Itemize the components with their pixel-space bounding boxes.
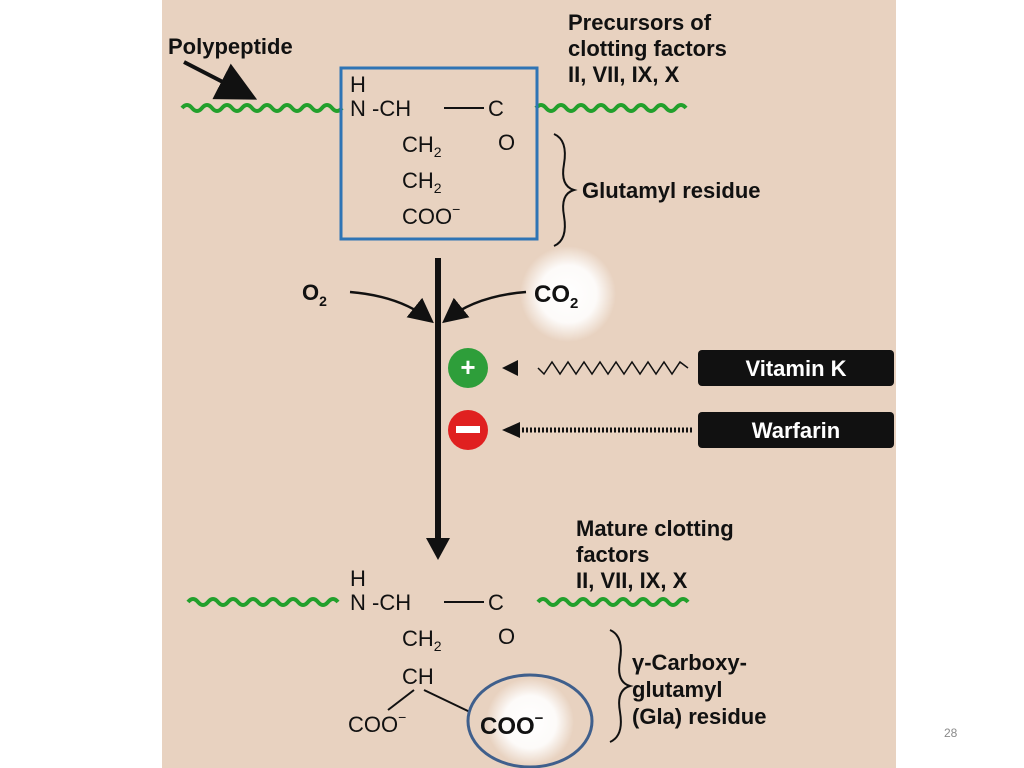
glutamyl-brace (553, 133, 578, 247)
coo-right: COO− (480, 710, 544, 740)
polypeptide-label: Polypeptide (168, 34, 293, 59)
polypeptide-chain-left-bottom (186, 597, 340, 607)
precursors-line-3: II, VII, IX, X (568, 62, 680, 87)
h-atom: H (350, 566, 366, 591)
vitamin-k-label: Vitamin K (745, 356, 846, 381)
polypeptide-chain-right-top (534, 103, 688, 113)
minus-icon (456, 426, 480, 433)
n-ch-group: N -CH (350, 96, 411, 121)
gla-brace (609, 629, 634, 743)
n-ch-group: N -CH (350, 590, 411, 615)
warfarin-arrowhead (502, 422, 520, 438)
ch2-group: CH2 (402, 626, 442, 654)
polypeptide-chain-left-top (180, 103, 344, 113)
coo-group: COO− (402, 201, 460, 229)
gla-line-2: glutamyl (632, 677, 722, 702)
ch2-group-2: CH2 (402, 168, 442, 196)
vitamin-k-zigzag-arrow (537, 360, 689, 376)
coo-left: COO− (348, 709, 406, 737)
h-atom: H (350, 72, 366, 97)
mature-line-1: Mature clotting (576, 516, 734, 541)
plus-badge (448, 348, 488, 388)
o2-curved-arrow (349, 290, 434, 324)
warfarin-box (698, 412, 894, 448)
polypeptide-chain-right-bottom (536, 597, 690, 607)
precursors-label: Precursors of clotting factors II, VII, … (568, 10, 727, 87)
coo-highlight-circle (466, 673, 594, 768)
gla-line-1: γ-Carboxy- (632, 650, 747, 675)
vitamin-k-box (698, 350, 894, 386)
plus-icon: + (460, 352, 475, 382)
coo-right-glow (486, 678, 574, 766)
ch2-group-1: CH2 (402, 132, 442, 160)
mature-line-2: factors (576, 542, 649, 567)
carbonyl-o: O (498, 624, 515, 649)
co2-label: CO2 (534, 281, 578, 312)
co2-curved-arrow (442, 290, 527, 324)
carbonyl-c: C (488, 96, 504, 121)
polypeptide-pointer-arrow (183, 60, 258, 100)
ch-left-bond (387, 689, 415, 711)
precursors-line-2: clotting factors (568, 36, 727, 61)
o2-label: O2 (302, 280, 327, 309)
vitamin-k-arrowhead (502, 360, 518, 376)
gla-structure: H N -CH C O CH2 CH COO− (348, 566, 515, 737)
precursors-line-1: Precursors of (568, 10, 712, 35)
gla-line-3: (Gla) residue (632, 704, 766, 729)
glutamyl-label: Glutamyl residue (582, 178, 761, 203)
ch-group: CH (402, 664, 434, 689)
gla-label: γ-Carboxy- glutamyl (Gla) residue (632, 650, 766, 729)
glutamyl-structure: H N -CH C O CH2 CH2 COO− (350, 72, 515, 229)
vitamin-k-carboxylation-diagram: Polypeptide Precursors of clotting facto… (168, 10, 894, 768)
slide-number: 28 (944, 726, 958, 740)
co2-glow (520, 246, 616, 342)
glutamyl-highlight-box (339, 66, 539, 241)
mature-label: Mature clotting factors II, VII, IX, X (576, 516, 734, 593)
carbonyl-c: C (488, 590, 504, 615)
ch-right-bond (423, 689, 471, 713)
reaction-arrow-head (426, 538, 450, 560)
mature-line-3: II, VII, IX, X (576, 568, 688, 593)
warfarin-label: Warfarin (752, 418, 840, 443)
carbonyl-o: O (498, 130, 515, 155)
